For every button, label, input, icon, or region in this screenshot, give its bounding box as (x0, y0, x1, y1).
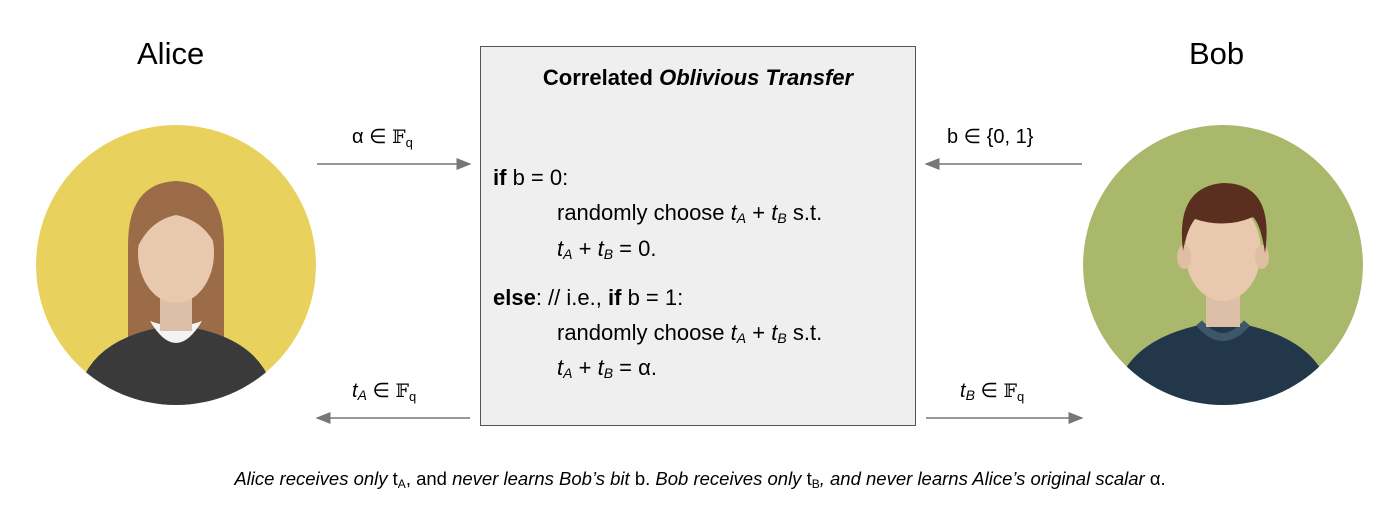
box-title-plain: Correlated (542, 65, 653, 90)
alice-label: Alice (137, 36, 205, 71)
if-condition: b = 0: (512, 165, 569, 190)
box-title-italic: Oblivious Transfer (659, 65, 854, 90)
sum-line-1: tA + tB = 0. (557, 236, 657, 262)
bob-output-label: tB ∈ 𝔽q (960, 380, 1025, 404)
else-line: else: // i.e., if b = 1: (493, 285, 684, 310)
bob-input-label: b ∈ {0, 1} (947, 126, 1034, 148)
alice-input-label: α ∈ 𝔽q (352, 126, 413, 150)
bob-label: Bob (1189, 36, 1245, 71)
choose-line-1: randomly choose tA + tB s.t. (557, 200, 823, 226)
sum-line-2: tA + tB = α. (557, 355, 657, 381)
box-title: Correlated Oblivious Transfer (481, 65, 915, 91)
caption: Alice receives only tA, and never learns… (234, 468, 1166, 491)
if-keyword: if (493, 165, 507, 190)
else-keyword: else (493, 285, 536, 310)
choose-line-2: randomly choose tA + tB s.t. (557, 320, 823, 346)
if-line: if b = 0: (493, 164, 568, 192)
correlated-ot-box: Correlated Oblivious Transfer if b = 0: … (480, 46, 916, 426)
alice-output-label: tA ∈ 𝔽q (352, 380, 417, 404)
bob-avatar-icon (1083, 125, 1363, 405)
alice-avatar-icon (36, 125, 316, 405)
